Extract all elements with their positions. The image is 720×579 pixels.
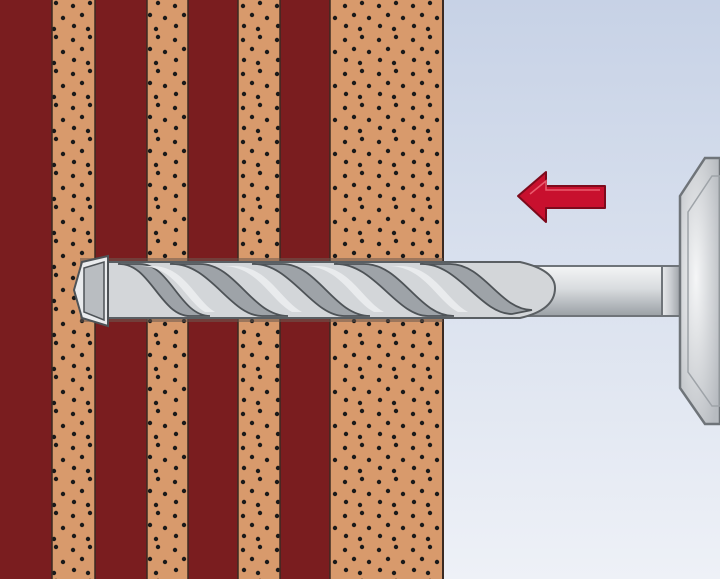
drill-bit [72,254,671,328]
arrow-left-icon [517,171,606,223]
brick-web [0,0,52,579]
drill-chuck [661,156,720,426]
